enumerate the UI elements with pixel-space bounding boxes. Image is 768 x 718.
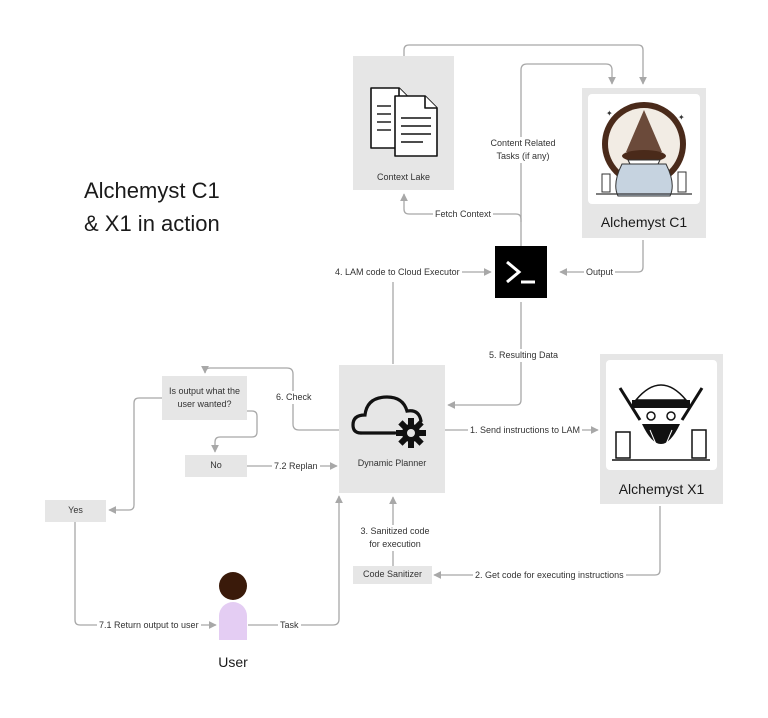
edge-content-related: [520, 63, 616, 246]
edge-label-output: Output: [584, 266, 616, 279]
dynamic-planner-node: Dynamic Planner: [339, 365, 445, 493]
terminal-icon: [506, 260, 535, 284]
edge-label-return-output: 7.1 Return output to user: [97, 619, 201, 632]
craftsman-illustration: [606, 360, 717, 470]
edge-label-replan: 7.2 Replan: [272, 460, 320, 473]
alchemyst-x1-node: Alchemyst X1: [600, 354, 723, 504]
edge-label-send-instructions: 1. Send instructions to LAM: [468, 424, 583, 437]
edge-label-check: 6. Check: [274, 391, 314, 404]
title-line-2: & X1 in action: [84, 211, 220, 236]
yes-label: Yes: [68, 505, 83, 515]
edge-label-get-code: 2. Get code for executing instructions: [473, 569, 626, 582]
craftsman-illustration-art: [612, 384, 710, 461]
edge-lake-to-c1: [403, 44, 647, 85]
edge-task: [248, 495, 343, 626]
edge-decision-no: [211, 410, 258, 453]
edge-label-lam-to-cloud: 4. LAM code to Cloud Executor: [333, 266, 462, 279]
user-body: [219, 602, 247, 640]
edge-label-task: Task: [278, 619, 301, 632]
edge-decision-yes: [108, 397, 162, 514]
context-lake-label: Context Lake: [376, 172, 431, 182]
decision-node: Is output what the user wanted?: [162, 376, 247, 420]
edge-return-output: [74, 522, 217, 629]
user-icon: [218, 572, 248, 640]
decision-label: Is output what the user wanted?: [168, 386, 241, 409]
title-line-1: Alchemyst C1: [84, 178, 220, 203]
no-node: No: [185, 455, 247, 477]
edge-label-resulting-data: 5. Resulting Data: [487, 349, 561, 362]
user-head: [219, 572, 247, 600]
edge-label-sanitized: 3. Sanitized code for execution: [353, 525, 437, 551]
yes-node: Yes: [45, 500, 106, 522]
diagram-title: Alchemyst C1 & X1 in action: [84, 174, 220, 240]
context-lake-node: Context Lake: [353, 56, 454, 190]
alchemyst-c1-node: ✦ ✦ Alchemyst C1: [582, 88, 706, 238]
user-label: User: [218, 654, 248, 670]
edge-output: [559, 240, 644, 276]
terminal-node: [495, 246, 547, 298]
no-label: No: [210, 460, 222, 470]
edge-check: [201, 365, 339, 431]
wizard-illustration: ✦ ✦: [588, 94, 700, 204]
document-icon: [370, 87, 438, 157]
svg-text:✦: ✦: [606, 109, 613, 118]
edge-resulting-data: [447, 302, 522, 409]
wizard-illustration-art: ✦ ✦: [596, 102, 692, 197]
edge-label-fetch-context: Fetch Context: [433, 208, 494, 221]
alchemyst-c1-label: Alchemyst C1: [600, 214, 688, 230]
code-sanitizer-label: Code Sanitizer: [362, 569, 423, 579]
cloud-gear-icon: [351, 395, 426, 448]
alchemyst-x1-label: Alchemyst X1: [618, 481, 705, 497]
dynamic-planner-label: Dynamic Planner: [357, 458, 427, 468]
code-sanitizer-node: Code Sanitizer: [353, 566, 432, 584]
edge-label-content-related: Content Related Tasks (if any): [482, 137, 564, 163]
svg-text:✦: ✦: [678, 113, 685, 122]
edge-get-code: [433, 506, 661, 579]
